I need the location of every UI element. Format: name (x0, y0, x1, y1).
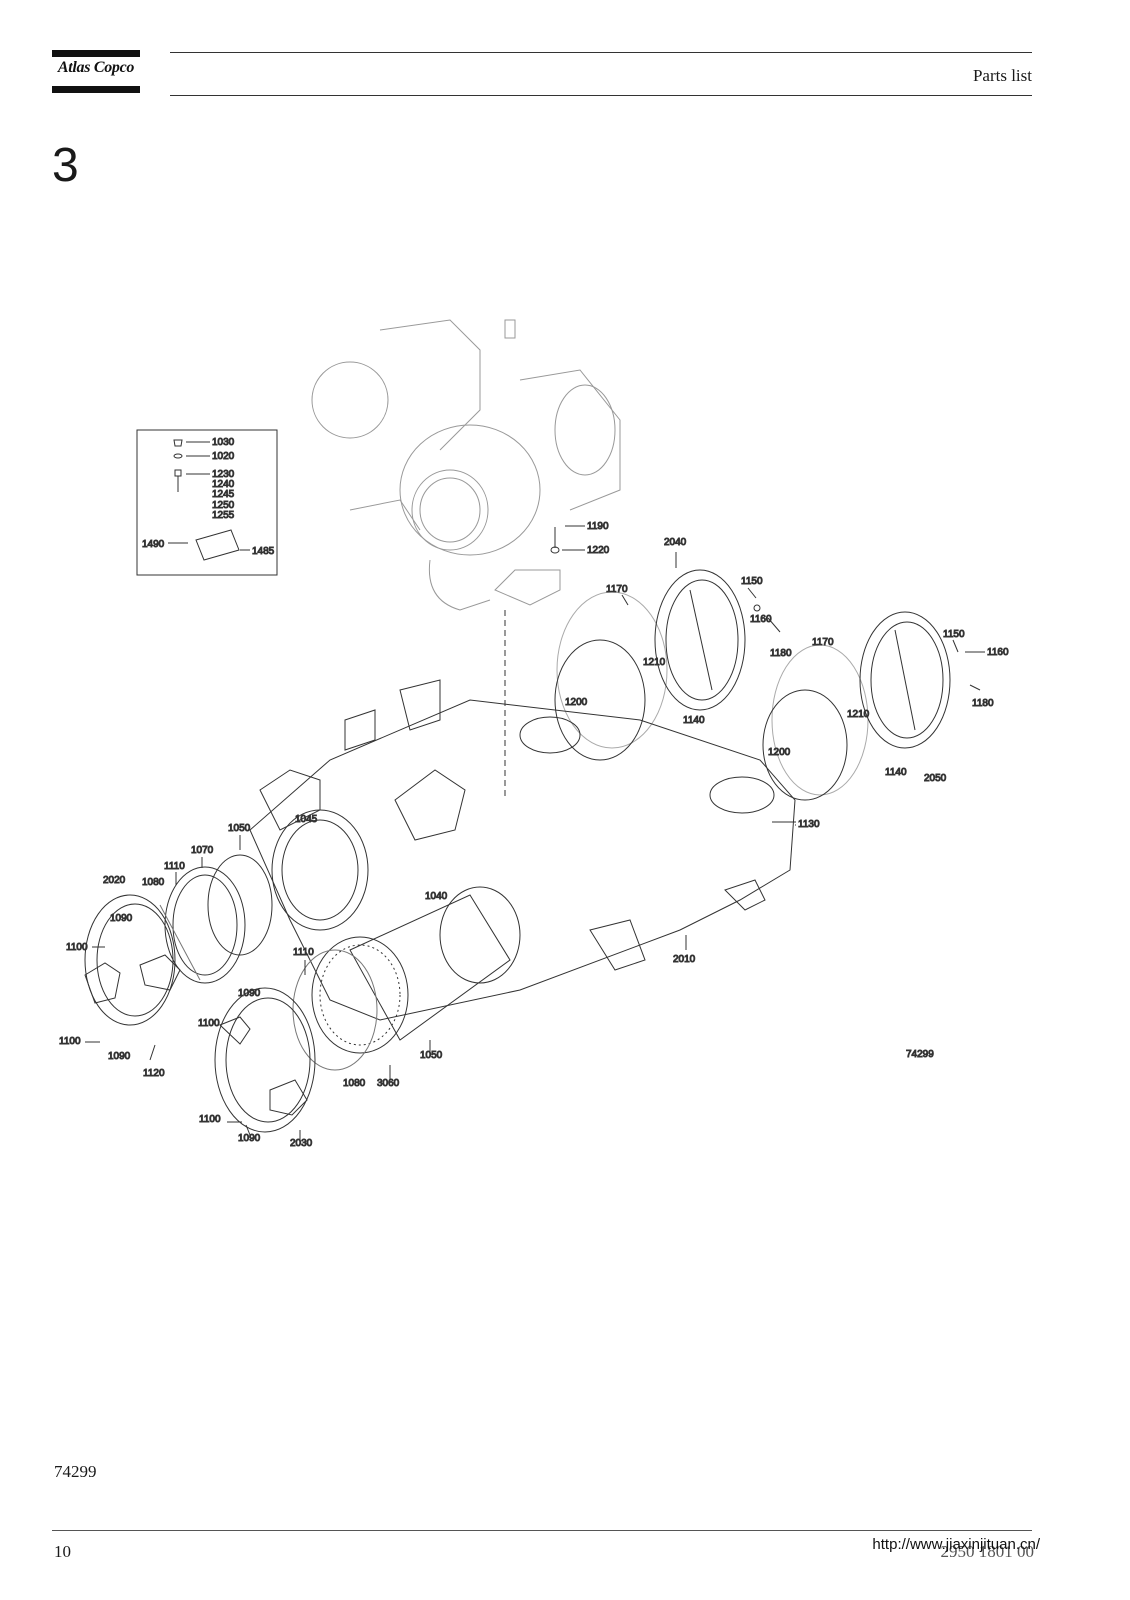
callout-1200: 1200 (565, 697, 588, 708)
section-number: 3 (52, 139, 79, 192)
right-cover-assembly-2: 1170 1150 1160 1180 1210 1200 1140 2050 (762, 611, 1009, 801)
right-cover-assembly-1: 2040 1150 1160 1180 1170 1210 1200 1140 (554, 537, 792, 761)
callout-1070: 1070 (191, 845, 214, 856)
watermark-url: http://www.jiaxinjituan.cn/ (872, 1536, 1040, 1553)
inset-callout-1020: 1020 (212, 451, 235, 462)
header-rule-bottom (170, 95, 1032, 96)
footer-rule (52, 1530, 1032, 1531)
callout-1170: 1170 (606, 584, 628, 595)
exploded-parts-drawing: 1030 1020 1230 1240 1245 1250 1255 1490 … (59, 319, 1009, 1150)
callout-1170-b: 1170 (812, 637, 834, 648)
inset-callout-1255: 1255 (212, 510, 235, 521)
callout-3060: 3060 (377, 1078, 400, 1089)
callout-1210-b: 1210 (847, 709, 870, 720)
atlas-copco-logo: Atlas Copco (52, 50, 140, 94)
callout-1150-b: 1150 (943, 629, 965, 640)
callout-1140-b: 1140 (885, 767, 907, 778)
compressor-callouts: 1190 1220 (550, 521, 610, 557)
callout-1090-a: 1090 (110, 913, 133, 924)
callout-1100-c: 1100 (198, 1018, 220, 1029)
callout-1050-b: 1050 (420, 1050, 443, 1061)
inset-callout-1230: 1230 (212, 469, 235, 480)
callout-1050-a: 1050 (228, 823, 251, 834)
callout-1080-a: 1080 (142, 877, 165, 888)
inset-detail-box: 1030 1020 1230 1240 1245 1250 1255 1490 … (136, 429, 278, 576)
figure-reference: 74299 (54, 1462, 97, 1481)
callout-1180-b: 1180 (972, 698, 994, 709)
callout-1210: 1210 (643, 657, 666, 668)
callout-2030: 2030 (290, 1138, 313, 1149)
logo-text: Atlas Copco (57, 59, 135, 76)
callout-2010: 2010 (673, 954, 696, 965)
callout-2040: 2040 (664, 537, 687, 548)
callout-1100-b: 1100 (59, 1036, 81, 1047)
header-rule-top (170, 52, 1032, 53)
callout-1100-d: 1100 (199, 1114, 221, 1125)
inset-callout-1245: 1245 (212, 489, 235, 500)
logo-bar-bottom (52, 86, 140, 93)
inset-callout-1030: 1030 (212, 437, 235, 448)
callout-1160: 1160 (750, 614, 772, 625)
callout-1180: 1180 (770, 648, 792, 659)
callout-1090-b: 1090 (108, 1051, 131, 1062)
callout-1110-b: 1110 (293, 947, 314, 958)
cooler-tube-bundle (292, 886, 521, 1071)
callout-1120: 1120 (143, 1068, 165, 1079)
callout-2050: 2050 (924, 773, 947, 784)
document-number: 2950 1801 00 (940, 1542, 1035, 1561)
callout-1140: 1140 (683, 715, 705, 726)
main-housing-drawing: 1045 1130 2010 1040 (249, 679, 820, 1021)
callout-1090-d: 1090 (238, 1133, 261, 1144)
callout-1130: 1130 (798, 819, 820, 830)
callout-1150: 1150 (741, 576, 763, 587)
inset-callout-1250: 1250 (212, 500, 235, 511)
callout-1090-c: 1090 (238, 988, 261, 999)
inset-callout-1485: 1485 (252, 546, 275, 557)
callout-2020: 2020 (103, 875, 126, 886)
callout-1080-b: 1080 (343, 1078, 366, 1089)
compressor-element-drawing (311, 319, 621, 611)
drawing-figure-label: 74299 (906, 1049, 934, 1060)
inset-callout-1240: 1240 (212, 479, 235, 490)
callout-1040: 1040 (425, 891, 448, 902)
callout-1160-b: 1160 (987, 647, 1009, 658)
callout-1100-a: 1100 (66, 942, 88, 953)
callout-1110-a: 1110 (164, 861, 185, 872)
callout-1220: 1220 (587, 545, 610, 556)
logo-bar-top (52, 50, 140, 57)
left-lower-cover: 1090 1100 1110 1080 3060 1050 1100 1090 … (198, 947, 444, 1150)
callout-1200-b: 1200 (768, 747, 791, 758)
callout-1045: 1045 (295, 814, 318, 825)
callout-1190: 1190 (587, 521, 609, 532)
inset-callout-1490: 1490 (142, 539, 165, 550)
header-title: Parts list (972, 66, 1032, 85)
page-number: 10 (54, 1542, 71, 1561)
left-upper-cover: 1050 1070 1110 2020 1080 1090 1100 1100 … (59, 823, 273, 1080)
